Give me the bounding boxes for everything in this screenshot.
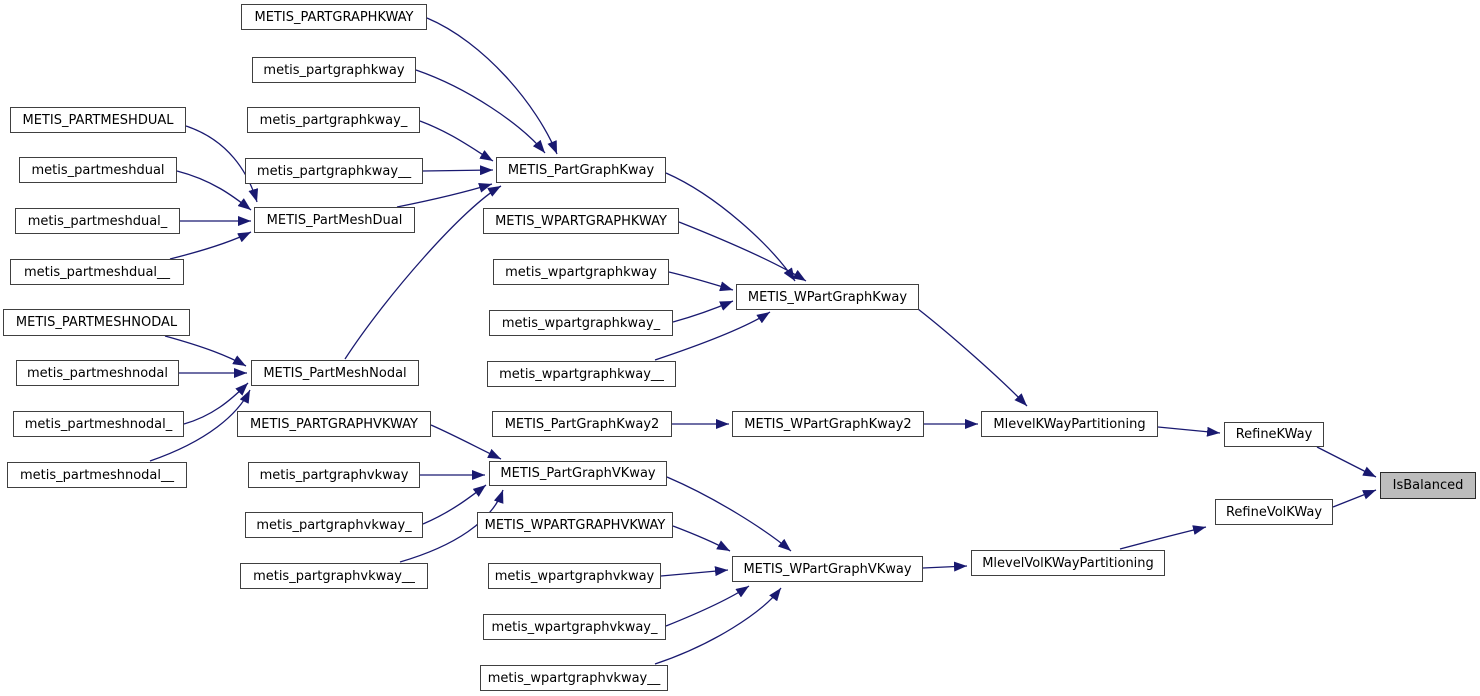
edge-METIS_PARTMESHDUAL--METIS_PartMeshDual	[185, 125, 259, 203]
edge-METIS_WPartGraphKway--MlevelKWayPartitioning	[917, 308, 1028, 407]
edge-metis_wpartgraphkway--METIS_WPartGraphKway	[668, 271, 734, 292]
edge-METIS_WPartGraphVKway--MlevelVolKWayPartitioning	[922, 561, 968, 572]
node-METIS_PartMeshNodal[interactable]: METIS_PartMeshNodal	[251, 360, 419, 386]
edge-metis_wpartgraphkway__--METIS_WPartGraphKway	[654, 311, 771, 361]
edge-METIS_PartGraphVKway--METIS_WPartGraphVKway	[666, 476, 792, 552]
node-METIS_PartMeshDual[interactable]: METIS_PartMeshDual	[254, 207, 415, 233]
node-METIS_WPartGraphKway2[interactable]: METIS_WPartGraphKway2	[732, 411, 924, 437]
edge-metis_wpartgraphvkway--METIS_WPartGraphVKway	[660, 566, 729, 577]
edge-RefineKWay--IsBalanced	[1316, 446, 1377, 478]
node-MlevelKWayPartitioning[interactable]: MlevelKWayPartitioning	[981, 411, 1158, 437]
edge-MlevelKWayPartitioning--RefineKWay	[1157, 426, 1221, 437]
node-RefineVolKWay[interactable]: RefineVolKWay	[1215, 499, 1333, 525]
node-METIS_PARTGRAPHVKWAY[interactable]: METIS_PARTGRAPHVKWAY	[237, 411, 431, 437]
node-METIS_PartGraphKway[interactable]: METIS_PartGraphKway	[496, 157, 666, 183]
edge-METIS_PARTGRAPHKWAY--METIS_PartGraphKway	[426, 17, 558, 155]
node-metis_wpartgraphkway__[interactable]: metis_wpartgraphkway__	[487, 361, 676, 387]
edge-metis_partgraphkway_--METIS_PartGraphKway	[419, 120, 494, 162]
node-metis_wpartgraphvkway_[interactable]: metis_wpartgraphvkway_	[483, 614, 666, 640]
node-METIS_WPartGraphVKway[interactable]: METIS_WPartGraphVKway	[732, 556, 923, 582]
edge-METIS_PARTGRAPHVKWAY--METIS_PartGraphVKway	[430, 424, 502, 460]
node-metis_partmeshnodal__[interactable]: metis_partmeshnodal__	[7, 462, 187, 488]
node-IsBalanced: IsBalanced	[1380, 472, 1476, 499]
edge-metis_partmeshnodal__--METIS_PartMeshNodal	[149, 389, 251, 462]
edge-METIS_PartGraphKway--METIS_WPartGraphKway	[665, 172, 796, 282]
edge-METIS_PartMeshDual--METIS_PartGraphKway	[396, 183, 493, 208]
edge-metis_partgraphkway--METIS_PartGraphKway	[415, 69, 546, 154]
node-metis_wpartgraphkway[interactable]: metis_wpartgraphkway	[493, 259, 669, 285]
node-metis_partgraphvkway_[interactable]: metis_partgraphvkway_	[245, 512, 423, 538]
node-metis_partmeshdual_[interactable]: metis_partmeshdual_	[15, 208, 180, 234]
node-MlevelVolKWayPartitioning[interactable]: MlevelVolKWayPartitioning	[971, 550, 1165, 576]
node-metis_partgraphvkway__[interactable]: metis_partgraphvkway__	[240, 563, 428, 589]
edge-RefineVolKWay--IsBalanced	[1332, 489, 1377, 508]
edge-metis_wpartgraphvkway_--METIS_WPartGraphVKway	[665, 585, 750, 627]
edge-metis_partgraphvkway_--METIS_PartGraphVKway	[422, 484, 487, 525]
edge-metis_partmeshnodal_--METIS_PartMeshNodal	[183, 382, 249, 425]
edge-metis_partgraphkway__--METIS_PartGraphKway	[422, 165, 494, 176]
node-METIS_WPartGraphKway[interactable]: METIS_WPartGraphKway	[736, 284, 919, 310]
edge-METIS_PartMeshNodal--METIS_PartGraphKway	[344, 185, 502, 360]
edge-metis_wpartgraphvkway__--METIS_WPartGraphVKway	[654, 587, 782, 665]
node-METIS_PartGraphKway2[interactable]: METIS_PartGraphKway2	[492, 411, 672, 437]
edge-METIS_PARTMESHNODAL--METIS_PartMeshNodal	[164, 335, 247, 367]
edge-METIS_WPARTGRAPHVKWAY--METIS_WPartGraphVKway	[672, 525, 731, 552]
node-METIS_PARTMESHDUAL[interactable]: METIS_PARTMESHDUAL	[10, 107, 186, 133]
node-metis_partgraphvkway[interactable]: metis_partgraphvkway	[248, 462, 420, 488]
node-metis_partgraphkway__[interactable]: metis_partgraphkway__	[245, 158, 423, 184]
node-metis_partmeshnodal_[interactable]: metis_partmeshnodal_	[13, 411, 184, 437]
node-METIS_PARTGRAPHKWAY[interactable]: METIS_PARTGRAPHKWAY	[241, 4, 427, 30]
node-metis_wpartgraphkway_[interactable]: metis_wpartgraphkway_	[489, 310, 673, 336]
node-metis_partgraphkway[interactable]: metis_partgraphkway	[252, 57, 416, 83]
node-METIS_WPARTGRAPHVKWAY[interactable]: METIS_WPARTGRAPHVKWAY	[477, 512, 673, 538]
node-METIS_PartGraphVKway[interactable]: METIS_PartGraphVKway	[489, 461, 667, 486]
node-metis_partmeshnodal[interactable]: metis_partmeshnodal	[16, 360, 179, 386]
edge-MlevelVolKWayPartitioning--RefineVolKWay	[1119, 525, 1207, 550]
node-metis_wpartgraphvkway__[interactable]: metis_wpartgraphvkway__	[480, 665, 668, 691]
node-metis_partmeshdual__[interactable]: metis_partmeshdual__	[10, 259, 184, 285]
edge-metis_partgraphvkway__--METIS_PartGraphVKway	[399, 489, 504, 563]
edge-metis_wpartgraphkway_--METIS_WPartGraphKway	[672, 300, 734, 323]
node-METIS_WPARTGRAPHKWAY[interactable]: METIS_WPARTGRAPHKWAY	[483, 208, 679, 234]
node-RefineKWay[interactable]: RefineKWay	[1224, 422, 1324, 447]
edge-METIS_WPARTGRAPHKWAY--METIS_WPartGraphKway	[678, 221, 807, 282]
edge-metis_partmeshdual__--METIS_PartMeshDual	[169, 231, 252, 260]
node-metis_partgraphkway_[interactable]: metis_partgraphkway_	[247, 107, 420, 133]
node-metis_partmeshdual[interactable]: metis_partmeshdual	[19, 157, 177, 183]
node-metis_wpartgraphvkway[interactable]: metis_wpartgraphvkway	[488, 563, 661, 589]
node-METIS_PARTMESHNODAL[interactable]: METIS_PARTMESHNODAL	[3, 309, 190, 336]
edge-metis_partmeshdual--METIS_PartMeshDual	[176, 170, 252, 211]
